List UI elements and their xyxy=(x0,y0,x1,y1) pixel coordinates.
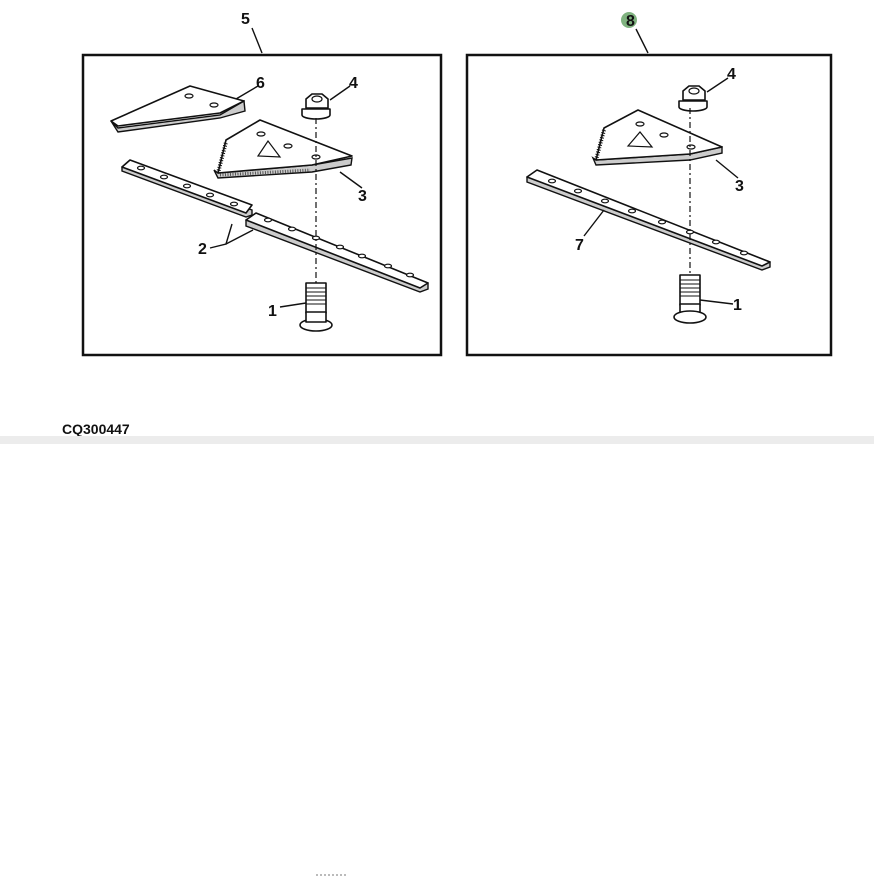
grip-handle-icon[interactable] xyxy=(316,874,346,879)
right-assembly-box: 4 3 7 1 xyxy=(465,53,833,357)
label-3-right: 3 xyxy=(735,178,744,195)
knife-section-3 xyxy=(213,119,353,179)
nut-4-right xyxy=(678,85,708,112)
left-assembly-box: 6 4 3 2 1 xyxy=(81,53,443,357)
nut-4 xyxy=(301,93,331,120)
figure-code: CQ300447 xyxy=(62,421,130,437)
knife-section-3-right xyxy=(591,109,723,166)
label-2: 2 xyxy=(198,241,207,258)
resize-bar[interactable] xyxy=(0,436,874,876)
bolt-1-right xyxy=(673,274,707,324)
label-4: 4 xyxy=(349,75,358,92)
plate-6 xyxy=(110,85,246,133)
label-3: 3 xyxy=(358,188,367,205)
bolt-1 xyxy=(299,282,333,332)
label-7: 7 xyxy=(575,237,584,254)
callout-5: 5 xyxy=(241,11,250,28)
parts-diagram: 5 8 6 4 3 2 1 4 3 xyxy=(81,11,833,357)
label-4-right: 4 xyxy=(727,66,736,83)
label-1-right: 1 xyxy=(733,297,742,314)
knife-back-bars-2 xyxy=(121,159,429,293)
label-6: 6 xyxy=(256,75,265,92)
label-1: 1 xyxy=(268,303,277,320)
highlight-marker xyxy=(621,12,637,28)
knife-back-bar-7 xyxy=(526,169,771,271)
callout-8: 8 xyxy=(626,13,635,30)
